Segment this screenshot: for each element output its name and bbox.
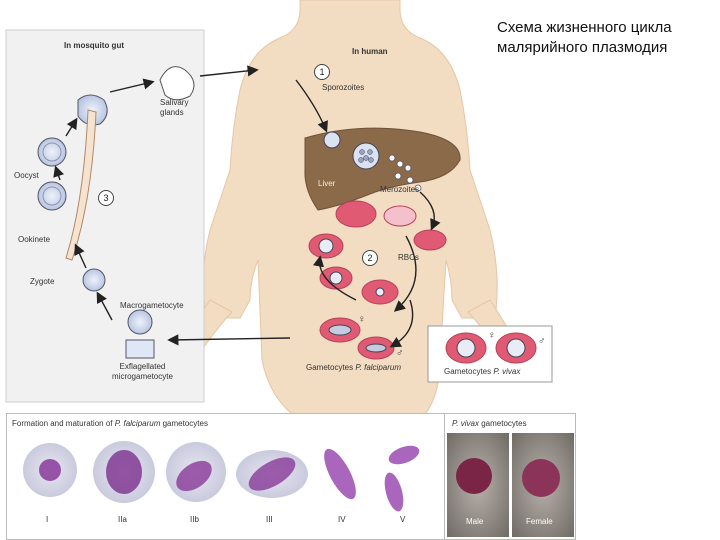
salivary-glands-label: Salivary glands bbox=[160, 98, 188, 117]
stage-1-marker: 1 bbox=[314, 64, 330, 80]
exflagellated-line-1: Exflagellated bbox=[119, 362, 166, 371]
sporozoites-label: Sporozoites bbox=[322, 83, 365, 92]
gametocytes-pv-species: P. vivax bbox=[493, 367, 521, 376]
merozoites-label: Merozoites bbox=[380, 185, 420, 194]
pv-micrograph-heading: P. vivax gametocytes bbox=[452, 419, 527, 429]
mosquito-gut-heading: In mosquito gut bbox=[64, 41, 124, 50]
vivax-male-label: Male bbox=[466, 517, 484, 526]
liver-label: Liver bbox=[318, 179, 336, 188]
female-symbol: ♀ bbox=[358, 314, 366, 325]
ookinete-label: Ookinete bbox=[18, 235, 51, 244]
diagram-title: Схема жизненного цикла малярийного плазм… bbox=[497, 18, 672, 57]
salivary-label-line-2: glands bbox=[160, 107, 184, 117]
micrograph-panel bbox=[6, 413, 576, 540]
stage-3-marker: 3 bbox=[98, 190, 114, 206]
cycle-arrows bbox=[53, 65, 441, 348]
infected-hepatocyte bbox=[323, 131, 341, 149]
stage-label-i: I bbox=[46, 515, 49, 524]
mosquito-stages bbox=[37, 66, 195, 359]
gametocytes-pf-label: Gametocytes P. falciparum bbox=[306, 363, 402, 373]
pv-heading-species: P. vivax bbox=[452, 419, 479, 428]
pf-heading-species: P. falciparum bbox=[114, 419, 161, 428]
gametocytes-pv-label: Gametocytes P. vivax bbox=[444, 367, 521, 377]
stage-label-iib: IIb bbox=[190, 515, 199, 524]
micrograph-divider bbox=[444, 413, 445, 540]
rbcs-label: RBCs bbox=[398, 253, 419, 262]
gametocytes-pf-prefix: Gametocytes bbox=[306, 363, 356, 372]
pf-heading-suffix: gametocytes bbox=[160, 419, 208, 428]
vivax-female-symbol: ♀ bbox=[488, 330, 496, 341]
male-symbol: ♂ bbox=[396, 348, 404, 359]
macrogametocyte-label: Macrogametocyte bbox=[120, 301, 184, 310]
salivary-label-line-1: Salivary bbox=[160, 98, 189, 107]
exflagellated-label: Exflagellated microgametocyte bbox=[112, 362, 173, 381]
merozoites bbox=[388, 154, 422, 192]
stage-label-v: V bbox=[400, 515, 406, 524]
title-line-2: малярийного плазмодия bbox=[497, 38, 668, 56]
stage-label-iia: IIa bbox=[118, 515, 127, 524]
oocyst-label: Oocyst bbox=[14, 171, 39, 180]
pf-micrograph-heading: Formation and maturation of P. falciparu… bbox=[12, 419, 208, 429]
stage-2-marker: 2 bbox=[362, 250, 378, 266]
liver bbox=[304, 127, 461, 211]
vivax-female-label: Female bbox=[526, 517, 553, 526]
pv-heading-suffix: gametocytes bbox=[478, 419, 527, 428]
stage-label-iii: III bbox=[266, 515, 273, 524]
title-line-1: Схема жизненного цикла bbox=[497, 19, 672, 36]
rbc-cycle bbox=[308, 200, 447, 360]
in-human-heading: In human bbox=[352, 47, 388, 56]
vivax-male-symbol: ♂ bbox=[538, 336, 546, 347]
zygote-label: Zygote bbox=[30, 277, 55, 286]
stage-label-iv: IV bbox=[338, 515, 346, 524]
gametocytes-pf-species: P. falciparum bbox=[355, 363, 402, 372]
exflagellated-line-2: microgametocyte bbox=[112, 371, 173, 381]
pf-heading-prefix: Formation and maturation of bbox=[12, 419, 115, 428]
gametocytes-pv-prefix: Gametocytes bbox=[444, 367, 494, 376]
